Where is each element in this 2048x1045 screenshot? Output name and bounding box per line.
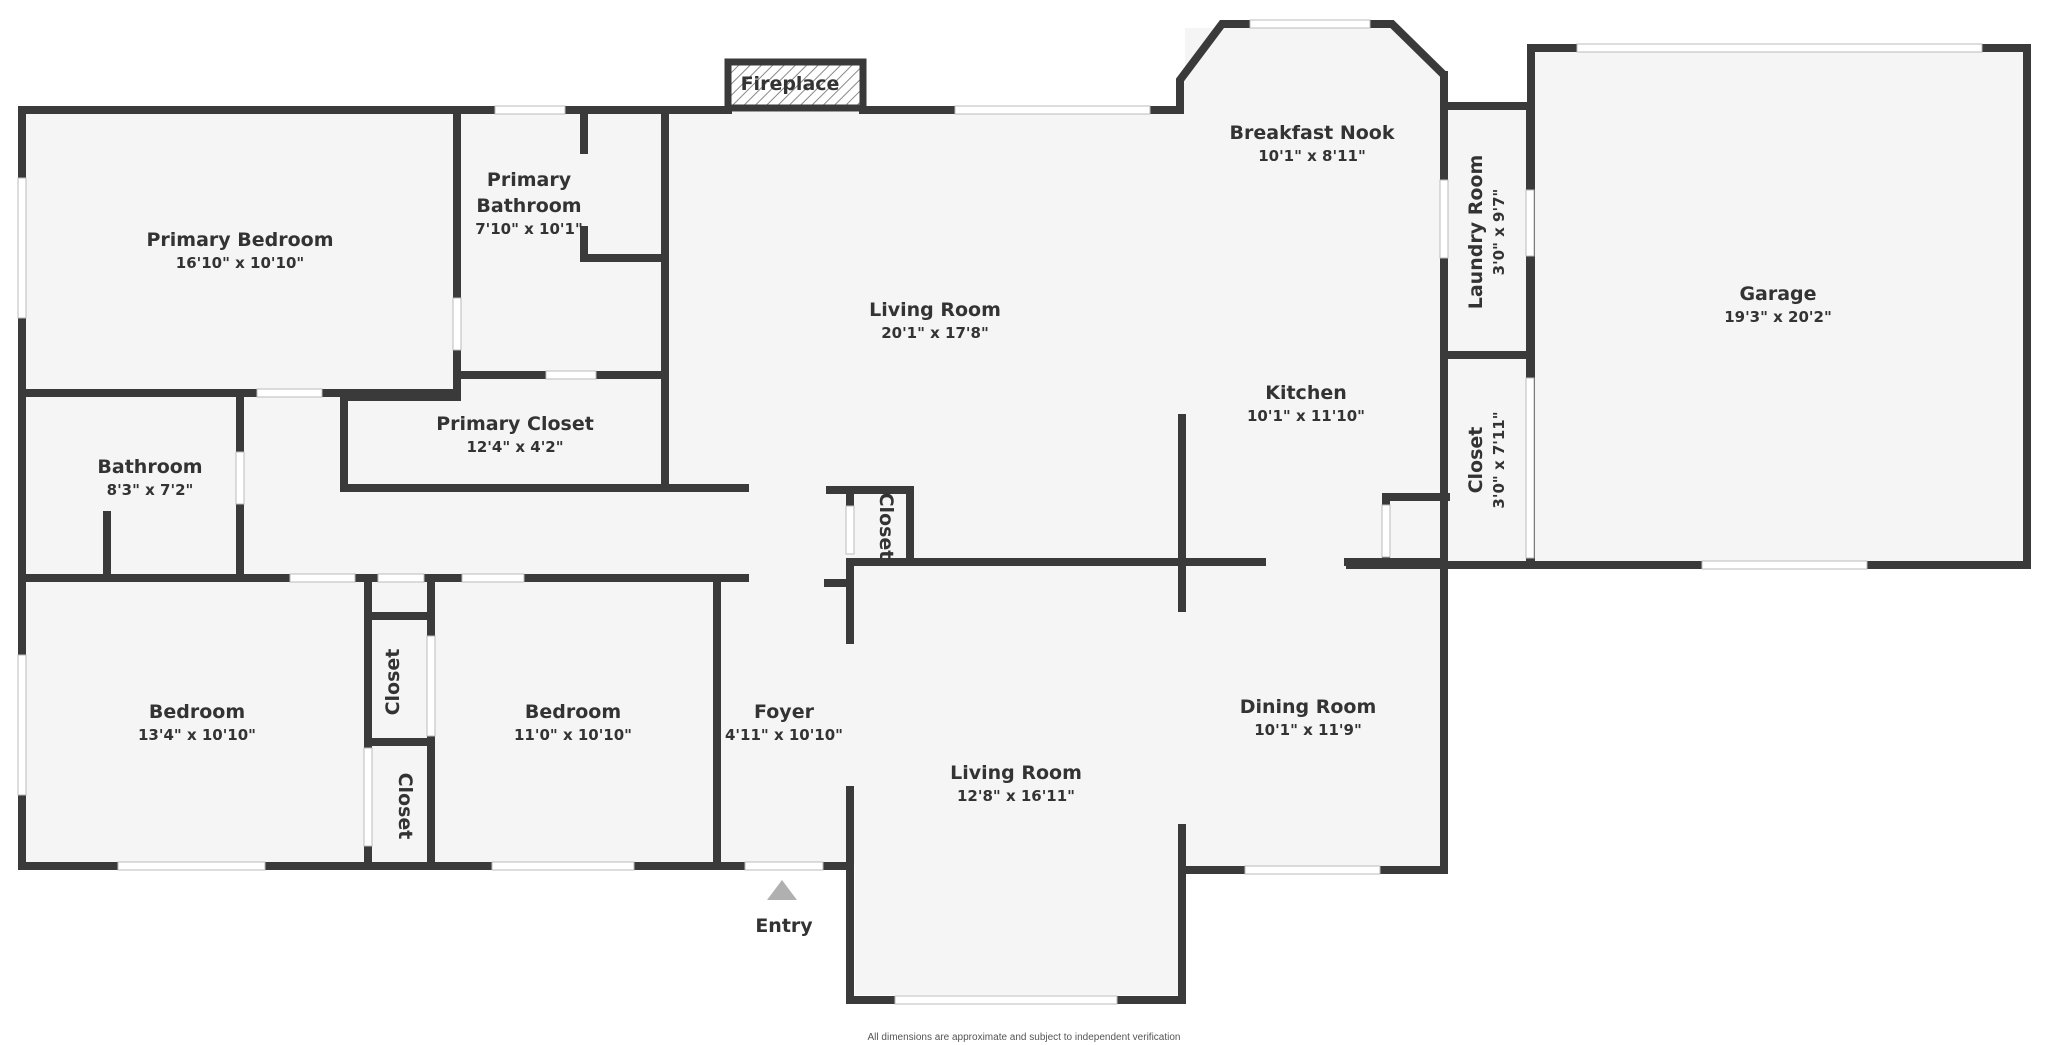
room-name-kitchen: Kitchen [1265,382,1347,404]
room-name-primary-bathroom-1: Primary [487,169,572,191]
room-name-dining-room: Dining Room [1240,696,1377,718]
room-name-closet-hall: Closet [875,493,897,560]
windows [17,19,1983,1005]
floor-fills [22,28,2027,995]
entry-label: Entry [755,915,813,937]
room-dims-foyer: 4'11" x 10'10" [725,726,843,744]
room-name-bedroom-left: Bedroom [149,701,245,723]
room-dims-primary-bedroom: 16'10" x 10'10" [176,254,304,272]
room-dims-primary-closet: 12'4" x 4'2" [466,438,563,456]
room-dims-bedroom-left: 13'4" x 10'10" [138,726,256,744]
room-dims-bedroom-middle: 11'0" x 10'10" [514,726,632,744]
room-dims-closet-side: 3'0" x 7'11" [1490,411,1508,508]
entry-arrow-icon [767,880,797,900]
room-name-bathroom: Bathroom [97,456,202,478]
room-dims-garage: 19'3" x 20'2" [1724,308,1832,326]
footnote: All dimensions are approximate and subje… [868,1032,1181,1043]
room-name-primary-closet: Primary Closet [436,413,594,435]
fireplace [724,58,867,112]
room-dims-bathroom: 8'3" x 7'2" [107,481,194,499]
room-dims-living-room-main: 20'1" x 17'8" [881,324,989,342]
room-name-laundry-room: Laundry Room [1465,155,1487,310]
room-dims-dining-room: 10'1" x 11'9" [1254,721,1362,739]
room-dims-living-room-front: 12'8" x 16'11" [957,787,1075,805]
room-name-primary-bathroom-2: Bathroom [476,195,581,217]
room-name-closet-lower: Closet [394,773,416,840]
room-name-foyer: Foyer [754,701,815,723]
laundry-floor [1446,106,1530,564]
room-name-bedroom-middle: Bedroom [525,701,621,723]
room-name-living-room-main: Living Room [869,299,1001,321]
room-dims-laundry-room: 3'0" x 9'7" [1490,189,1508,276]
room-name-closet-side: Closet [1465,427,1487,494]
house-floor [22,28,1444,995]
room-name-closet-upper: Closet [382,649,404,716]
garage-floor [1531,48,2027,565]
room-dims-primary-bathroom: 7'10" x 10'1" [475,220,583,238]
room-dims-kitchen: 10'1" x 11'10" [1247,407,1365,425]
room-name-garage: Garage [1739,283,1816,305]
room-name-living-room-front: Living Room [950,762,1082,784]
room-dims-breakfast-nook: 10'1" x 8'11" [1258,147,1366,165]
room-name-primary-bedroom: Primary Bedroom [146,229,333,251]
fireplace-label: Fireplace [741,73,840,95]
room-name-breakfast-nook: Breakfast Nook [1230,122,1395,144]
